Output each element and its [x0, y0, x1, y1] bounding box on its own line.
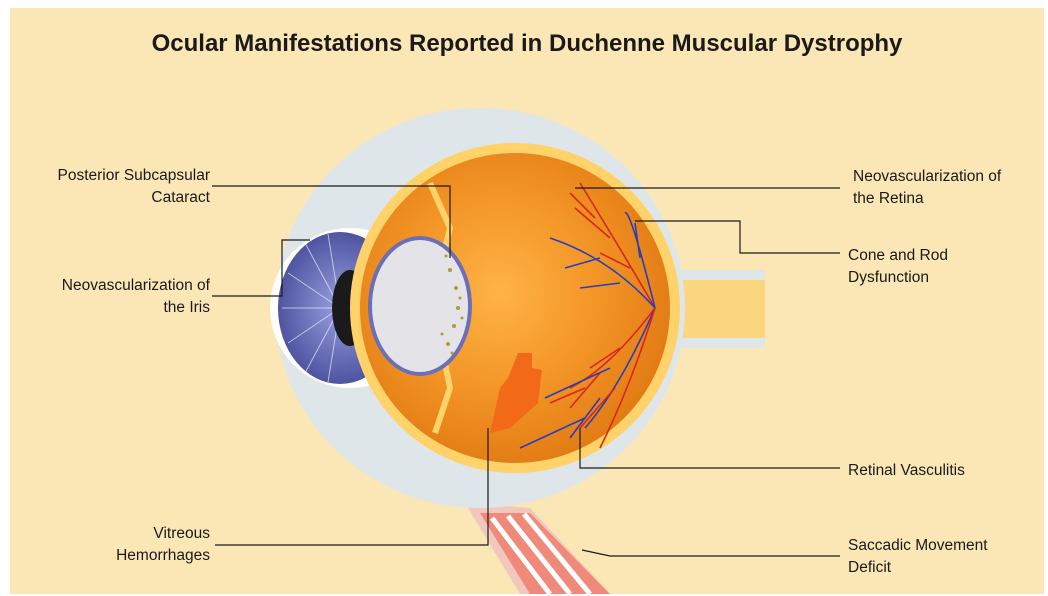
- label-line: Neovascularization of: [10, 275, 210, 297]
- lens: [368, 236, 472, 376]
- diagram-canvas: Ocular Manifestations Reported in Duchen…: [10, 8, 1044, 594]
- label-vitreous-hemorrhages: Vitreous Hemorrhages: [10, 523, 210, 567]
- label-line: Hemorrhages: [10, 545, 210, 567]
- page-title: Ocular Manifestations Reported in Duchen…: [10, 30, 1044, 58]
- label-line: Cone and Rod: [848, 245, 1033, 267]
- label-line: Dysfunction: [848, 267, 1033, 289]
- label-line: Vitreous: [10, 523, 210, 545]
- label-line: Posterior Subcapsular: [10, 165, 210, 187]
- label-cone-rod-dysfunction: Cone and Rod Dysfunction: [848, 245, 1033, 289]
- label-neovascularization-retina: Neovascularization of the Retina: [853, 166, 1038, 210]
- label-line: the Retina: [853, 188, 1038, 210]
- extraocular-muscle: [465, 503, 610, 594]
- label-line: the Iris: [10, 297, 210, 319]
- label-posterior-subcapsular-cataract: Posterior Subcapsular Cataract: [10, 165, 210, 209]
- label-line: Cataract: [10, 187, 210, 209]
- label-line: Saccadic Movement: [848, 535, 1033, 557]
- label-line: Neovascularization of: [853, 166, 1038, 188]
- label-retinal-vasculitis: Retinal Vasculitis: [848, 460, 1033, 482]
- leader-saccadic: [582, 550, 840, 556]
- label-neovascularization-iris: Neovascularization of the Iris: [10, 275, 210, 319]
- label-saccadic-movement-deficit: Saccadic Movement Deficit: [848, 535, 1033, 579]
- label-line: Deficit: [848, 557, 1033, 579]
- label-line: Retinal Vasculitis: [848, 460, 1033, 482]
